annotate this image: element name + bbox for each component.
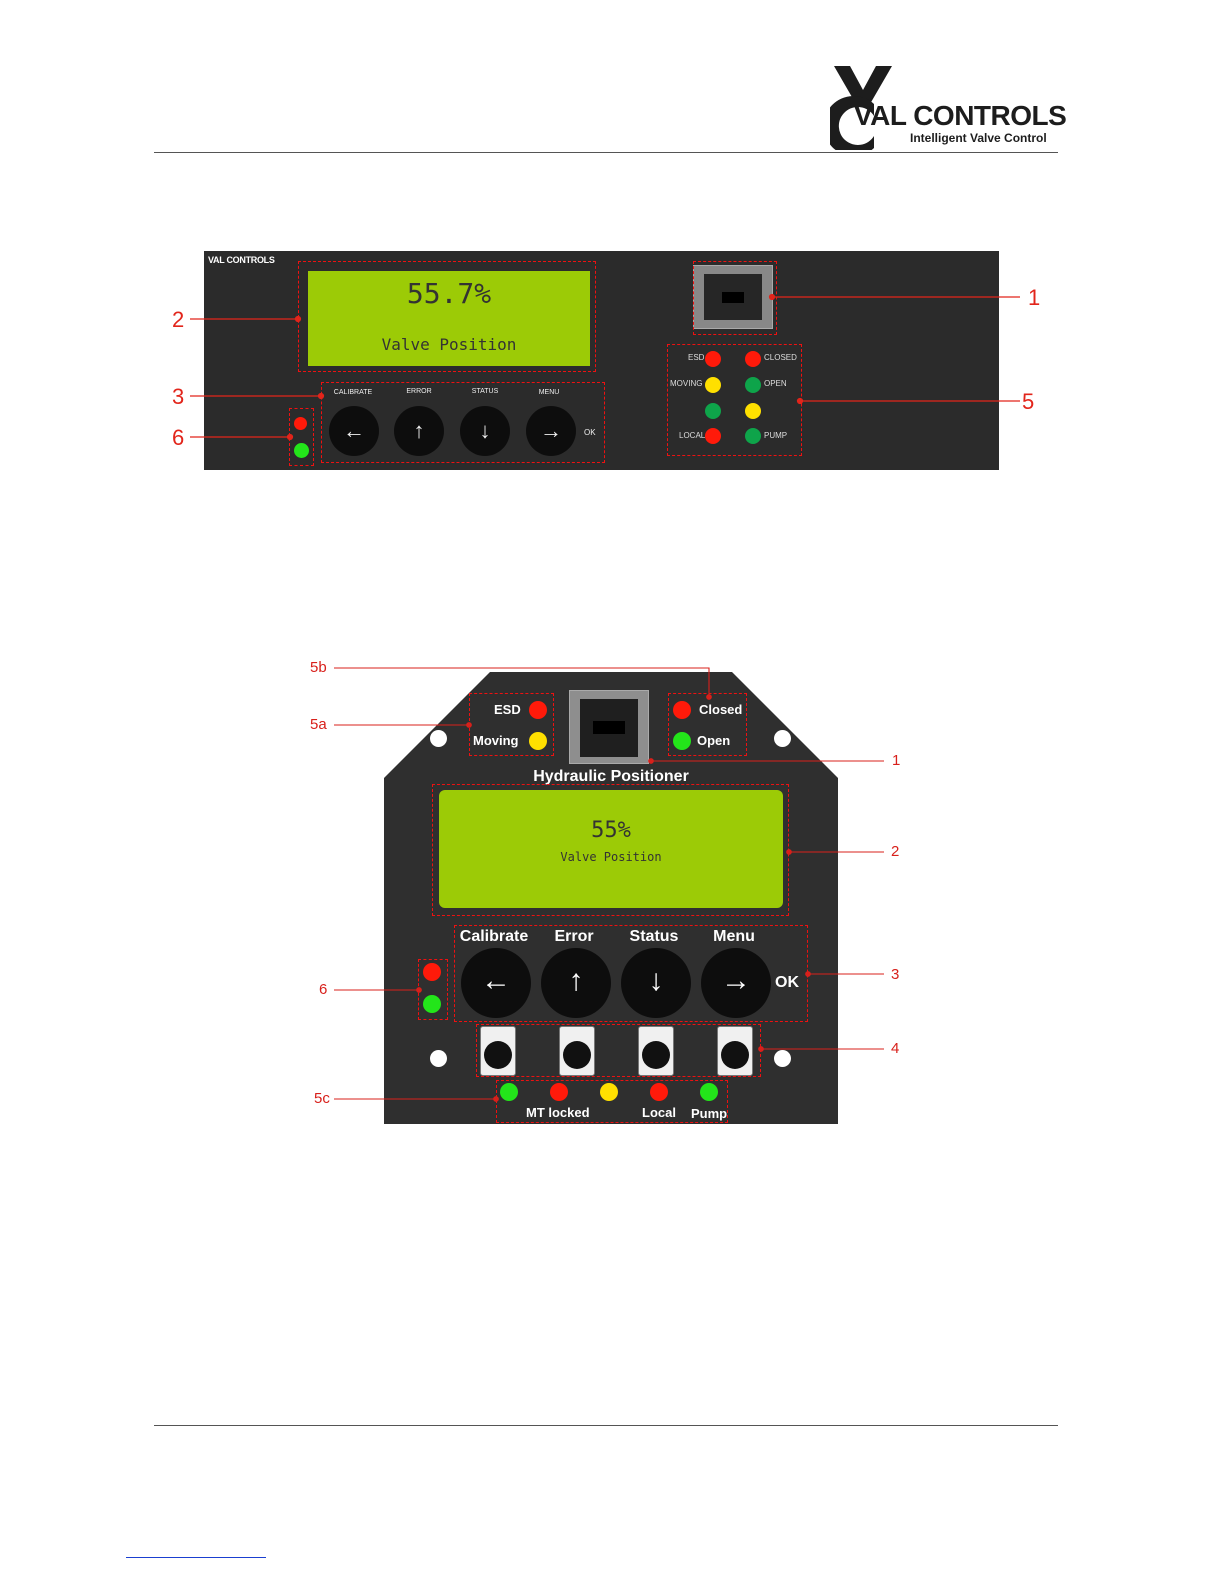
- callout-3: 3: [172, 384, 184, 410]
- callout-5c: 5c: [314, 1090, 330, 1107]
- callout-4: 4: [891, 1040, 899, 1057]
- callout-2: 2: [172, 307, 184, 333]
- callout-5b: 5b: [310, 659, 327, 676]
- footer-link-underline[interactable]: [126, 1557, 266, 1558]
- callout-2: 2: [891, 843, 899, 860]
- callout-6: 6: [319, 981, 327, 998]
- callout-leaders-figure2: [0, 640, 1224, 1140]
- callout-6: 6: [172, 425, 184, 451]
- callout-1: 1: [892, 752, 900, 769]
- callout-5a: 5a: [310, 716, 327, 733]
- callout-5: 5: [1022, 389, 1034, 415]
- callout-3: 3: [891, 966, 899, 983]
- footer-rule: [154, 1425, 1058, 1426]
- callout-1: 1: [1028, 285, 1040, 311]
